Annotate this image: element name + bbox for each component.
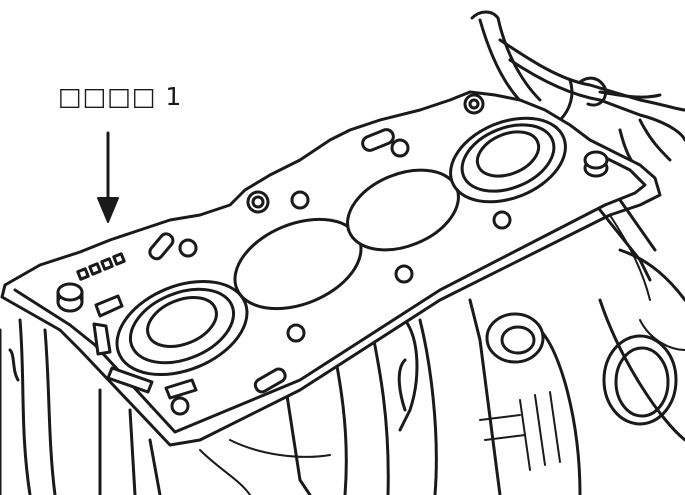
coolant-slots bbox=[92, 128, 395, 400]
identification-marks bbox=[76, 252, 126, 281]
callout-arrow bbox=[97, 131, 119, 223]
engine-block bbox=[0, 199, 685, 495]
cylinder-bore-1 bbox=[115, 279, 249, 377]
bolt-holes bbox=[170, 93, 512, 416]
cylinder-bore-4 bbox=[449, 116, 567, 204]
dowel-pins bbox=[56, 150, 609, 313]
callout-label: □□□□ 1 bbox=[58, 82, 183, 111]
head-gasket bbox=[0, 90, 662, 447]
